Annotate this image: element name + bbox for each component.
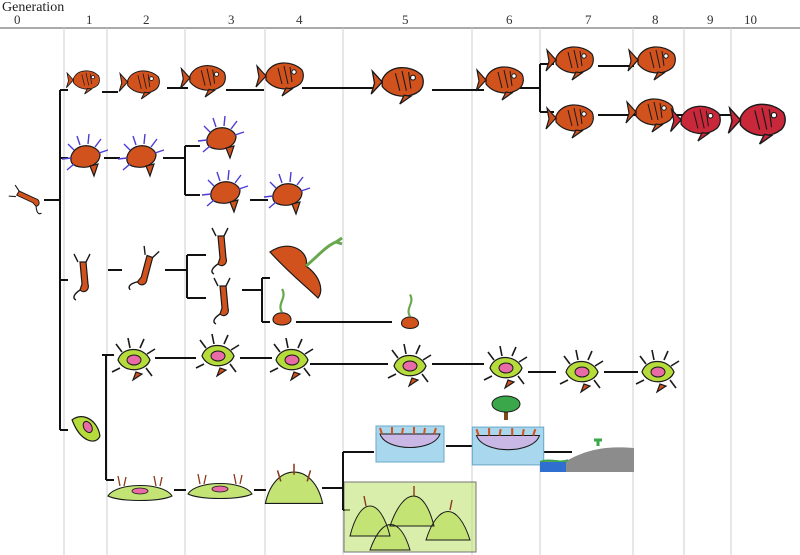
coastline-icon xyxy=(540,440,634,472)
generation-gridlines xyxy=(0,28,800,555)
creature-fish-icon xyxy=(546,105,593,138)
creature-spiky-icon xyxy=(484,346,527,388)
tree-icon xyxy=(492,396,520,420)
creature-fish-icon xyxy=(628,47,675,80)
creature-fish-icon xyxy=(256,63,303,96)
creature-fish-icon xyxy=(119,71,159,99)
creature-mound-colony-icon xyxy=(344,482,476,552)
creature-mound-icon xyxy=(188,474,252,499)
creature-sprout-icon xyxy=(402,295,419,329)
creature-mound-icon xyxy=(108,476,172,501)
creature-spiky-ancestor-icon xyxy=(71,411,102,446)
creature-stalk-icon xyxy=(74,254,90,300)
creature-stalk-icon xyxy=(212,228,228,274)
creature-fish-red-icon xyxy=(671,106,721,141)
creature-predator-icon xyxy=(270,238,342,298)
creature-fish-icon xyxy=(476,67,523,100)
floating-island-icon xyxy=(376,426,444,462)
creature-spiky-icon xyxy=(270,338,313,380)
creature-stalk-icon xyxy=(128,246,159,295)
creature-fish-icon xyxy=(546,47,593,80)
creature-stalk-icon xyxy=(214,278,230,324)
floating-island-icon xyxy=(472,427,543,465)
creature-bristle-icon xyxy=(264,172,310,214)
creature-bristle-icon xyxy=(198,116,244,158)
creature-spiky-icon xyxy=(388,344,431,386)
creature-spiky-icon xyxy=(196,334,239,376)
creature-bristle-icon xyxy=(202,170,248,212)
fish-lineage xyxy=(9,47,785,215)
creature-mound-icon xyxy=(265,464,322,504)
creature-spiky-icon xyxy=(112,338,155,380)
creature-bristle-icon xyxy=(118,134,164,176)
creature-fish-icon xyxy=(180,66,225,97)
creature-spiky-icon xyxy=(636,350,679,392)
stalk-lineage xyxy=(74,228,419,329)
creature-fish-icon xyxy=(371,68,423,104)
spiky-lineage xyxy=(71,334,679,446)
creature-fish-icon xyxy=(66,71,99,94)
creature-fish-red-icon xyxy=(728,104,785,144)
creature-bristle-icon xyxy=(62,134,108,176)
creature-ancestor-icon xyxy=(9,185,47,215)
creature-spiky-icon xyxy=(560,350,603,392)
mound-lineage xyxy=(108,396,634,552)
creature-sprout-icon xyxy=(273,289,291,325)
